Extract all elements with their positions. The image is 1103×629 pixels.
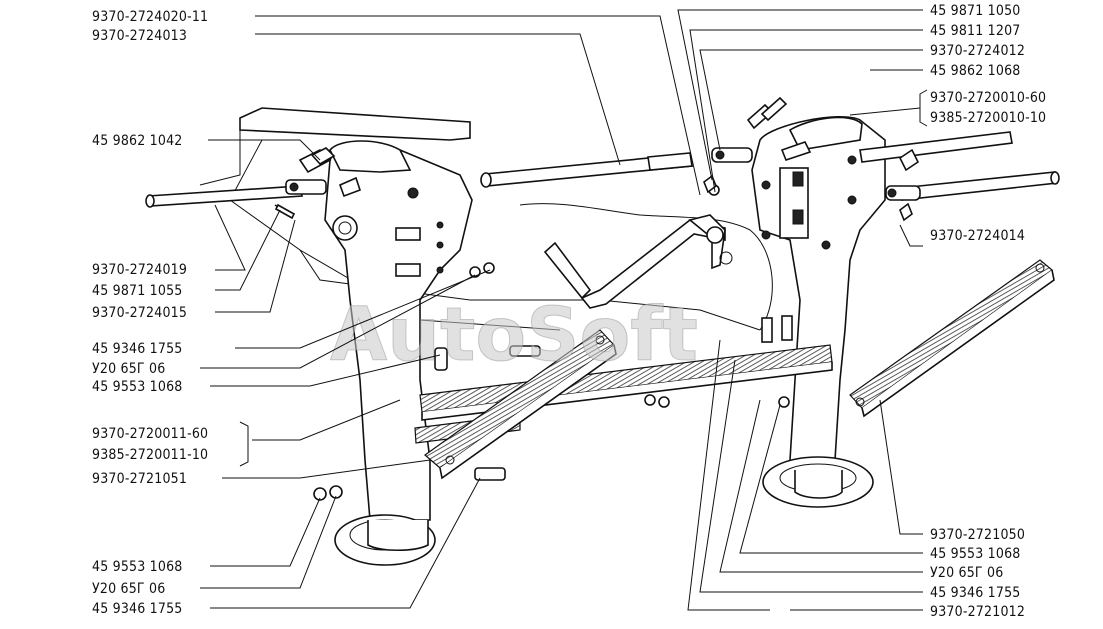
center-shaft — [480, 152, 693, 188]
callout-label: 9370-2724014 — [930, 228, 1025, 244]
callout-label: 9370-2721050 — [930, 527, 1025, 543]
watermark: AutoSoft — [330, 292, 698, 378]
callout-label: 45 9871 1050 — [930, 3, 1021, 19]
callout-label: 9370-2720010-60 — [930, 90, 1046, 106]
callout-label: 45 9346 1755 — [92, 601, 183, 617]
callout-label: 9370-2724015 — [92, 305, 187, 321]
left-support-leg — [274, 140, 473, 566]
left-brace — [424, 329, 617, 480]
leader-lines — [200, 9, 928, 611]
callout-label: 45 9862 1042 — [92, 133, 183, 149]
callout-label: 45 9553 1068 — [92, 379, 183, 395]
callout-label: 45 9346 1755 — [92, 341, 183, 357]
callout-label: 45 9871 1055 — [92, 283, 183, 299]
callout-label: 9370-2724020-11 — [92, 9, 208, 25]
callout-label: 45 9862 1068 — [930, 63, 1021, 79]
callout-label: 9370-2724012 — [930, 43, 1025, 59]
fasteners — [274, 174, 793, 501]
callout-label: У20 65Г 06 — [92, 581, 165, 597]
callout-label: 9370-2724019 — [92, 262, 187, 278]
left-shaft — [145, 185, 303, 208]
callout-label: 9385-2720011-10 — [92, 447, 208, 463]
crank-handle — [543, 214, 733, 309]
assembly-drawing: AutoSoft — [145, 96, 1060, 566]
callout-label: 45 9553 1068 — [92, 559, 183, 575]
callout-label: 9370-2721012 — [930, 604, 1025, 620]
callout-label: 9385-2720010-10 — [930, 110, 1046, 126]
callout-label: У20 65Г 06 — [92, 361, 165, 377]
callout-label: У20 65Г 06 — [930, 565, 1003, 581]
frame-platform — [199, 107, 773, 331]
left-callouts: 9370-2724020-11 9370-2724013 45 9862 104… — [92, 9, 208, 617]
callout-label: 9370-2721051 — [92, 471, 187, 487]
callout-label: 9370-2724013 — [92, 28, 187, 44]
right-brace — [849, 259, 1055, 418]
right-support-leg — [711, 96, 1060, 508]
callout-label: 45 9553 1068 — [930, 546, 1021, 562]
callout-label: 45 9811 1207 — [930, 23, 1021, 39]
callout-label: 45 9346 1755 — [930, 585, 1021, 601]
right-callouts: 45 9871 1050 45 9811 1207 9370-2724012 4… — [930, 3, 1046, 620]
callout-label: 9370-2720011-60 — [92, 426, 208, 442]
